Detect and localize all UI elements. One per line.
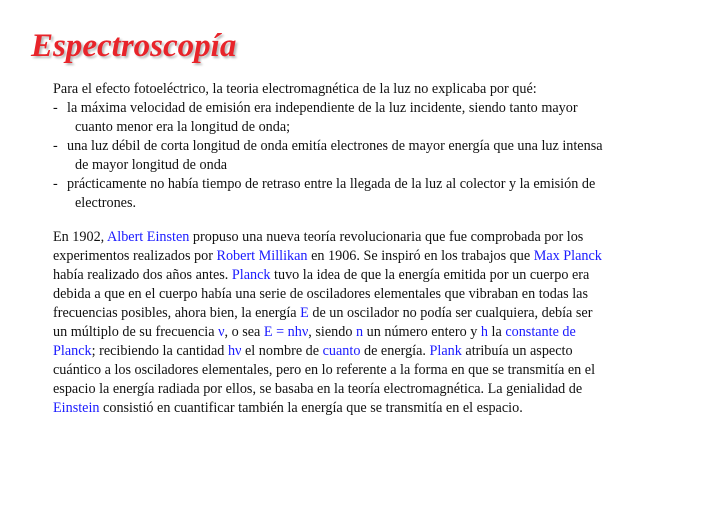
text-run: frecuencias posibles, ahora bien, la ene… <box>53 305 301 321</box>
bullet-marker: - <box>53 138 58 154</box>
text-run: la <box>487 324 506 340</box>
quantum-quantity: hν <box>227 343 242 359</box>
text-run: propuso una nueva teoría revolucionaria … <box>189 229 584 245</box>
text-run: de energía. <box>360 343 430 359</box>
slide-body: Para el efecto fotoeléctrico, la teoria … <box>53 80 671 418</box>
millikan-link[interactable]: Robert Millikan <box>216 248 308 264</box>
einstein-link-2[interactable]: Einstein <box>53 400 100 416</box>
h-symbol: h <box>480 324 488 340</box>
cuanto-link[interactable]: cuanto <box>322 343 361 359</box>
bullet-1-continuation: cuanto menor era la longitud de onda; <box>75 119 291 135</box>
text-run: había realizado dos años antes. <box>53 267 232 283</box>
text-run: un múltiplo de su frecuencia <box>53 324 219 340</box>
bullet-marker: - <box>53 100 58 116</box>
plank-link[interactable]: Plank <box>429 343 462 359</box>
bullet-marker: - <box>53 176 58 192</box>
bullet-2: -una luz débil de corta longitud de onda… <box>53 137 671 156</box>
text-run: atribuía un aspecto <box>461 343 573 359</box>
page-title: Espectroscopía <box>31 28 237 64</box>
text-run: debida a que en el cuerpo había una seri… <box>53 286 588 302</box>
text-run: experimentos realizados por <box>53 248 217 264</box>
paragraph-line-10: Einstein consistió en cuantificar tambié… <box>53 399 671 418</box>
text-run: de un oscilador no podía ser cualquiera,… <box>308 305 593 321</box>
einstein-link[interactable]: Albert Einsten <box>107 229 190 245</box>
text-run: ; recibiendo la cantidad <box>91 343 228 359</box>
paragraph-line-3: había realizado dos años antes. Planck t… <box>53 266 671 285</box>
text-run: un número entero y <box>363 324 481 340</box>
energy-symbol: E <box>300 305 309 321</box>
paragraph-line-8: cuántico a los osciladores elementales, … <box>53 361 671 380</box>
text-run: consistió en cuantificar también la ener… <box>99 400 523 416</box>
bullet-1: -la máxima velocidad de emisión era inde… <box>53 99 671 118</box>
text-run: cuántico a los osciladores elementales, … <box>53 362 596 378</box>
paragraph-gap <box>53 213 671 228</box>
paragraph-line-4: debida a que en el cuerpo había una seri… <box>53 285 671 304</box>
text-run: tuvo la idea de que la energía emitida p… <box>270 267 590 283</box>
energy-formula: E = nhν <box>263 324 309 340</box>
text-run: , o sea <box>224 324 264 340</box>
bullet-3: -prácticamente no había tiempo de retras… <box>53 175 671 194</box>
bullet-2-text: una luz débil de corta longitud de onda … <box>67 138 603 154</box>
n-symbol: n <box>355 324 364 340</box>
text-run: espacio la energía radiada por ellos, se… <box>53 381 583 397</box>
max-planck-link[interactable]: Max Planck <box>533 248 602 264</box>
paragraph-line-6: un múltiplo de su frecuencia ν, o sea E … <box>53 323 671 342</box>
paragraph-line-7: Planck; recibiendo la cantidad hν el nom… <box>53 342 671 361</box>
paragraph-line-9: espacio la energía radiada por ellos, se… <box>53 380 671 399</box>
bullet-1-text: la máxima velocidad de emisión era indep… <box>67 100 578 116</box>
paragraph-line-2: experimentos realizados por Robert Milli… <box>53 247 671 266</box>
planck-constant-link[interactable]: constante de <box>505 324 576 340</box>
planck-link[interactable]: Planck <box>231 267 271 283</box>
intro-text: Para el efecto fotoeléctrico, la teoria … <box>53 81 537 97</box>
paragraph-line-1: En 1902, Albert Einsten propuso una nuev… <box>53 228 671 247</box>
planck-constant-link-cont[interactable]: Planck <box>53 343 92 359</box>
bullet-3-continuation: electrones. <box>75 195 137 211</box>
bullet-2-continuation: de mayor longitud de onda <box>75 157 228 173</box>
text-run: en 1906. Se inspiró en los trabajos que <box>307 248 534 264</box>
bullet-3-text: prácticamente no había tiempo de retraso… <box>67 176 596 192</box>
text-run: el nombre de <box>241 343 323 359</box>
frequency-symbol: ν <box>218 324 225 340</box>
text-run: En 1902, <box>53 229 107 245</box>
text-run: , siendo <box>308 324 356 340</box>
paragraph-line-5: frecuencias posibles, ahora bien, la ene… <box>53 304 671 323</box>
